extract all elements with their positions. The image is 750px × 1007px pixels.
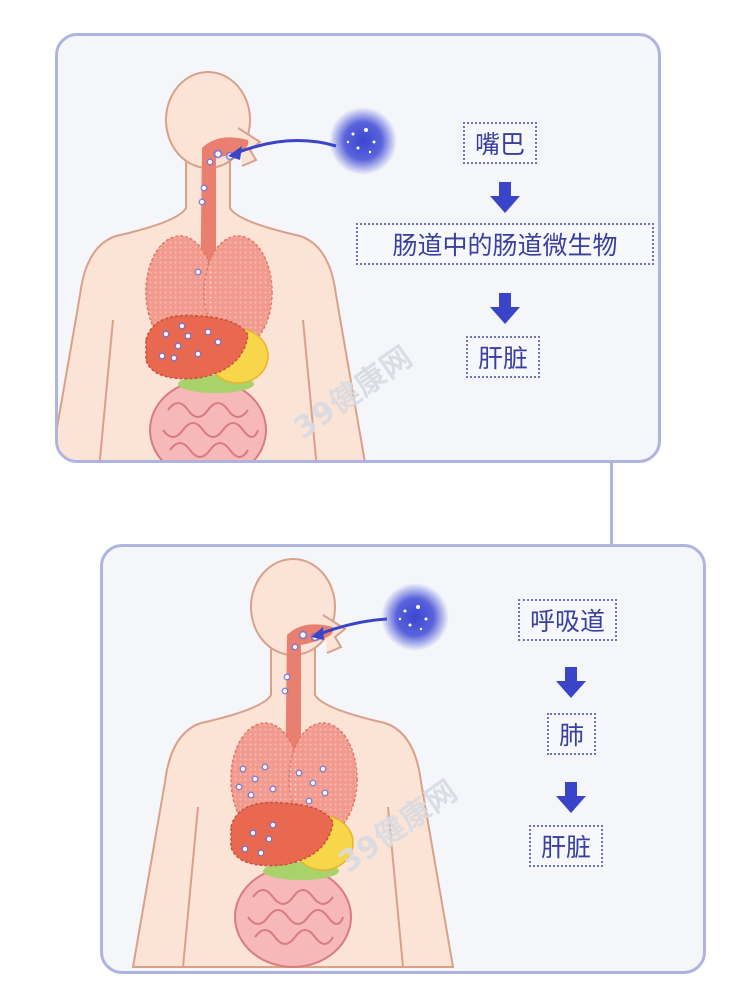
step-label-liver: 肝脏 [529, 825, 604, 867]
down-arrow-icon [490, 293, 520, 324]
panel-digestive-route: 39健康网 嘴巴 肠道中的肠道微生物 肝脏 [55, 33, 661, 463]
body-illustration-respiratory [132, 558, 454, 968]
step-label-mouth: 嘴巴 [463, 122, 538, 164]
down-arrow-icon [556, 782, 586, 813]
step-label-liver: 肝脏 [466, 336, 541, 378]
down-arrow-icon [556, 667, 586, 698]
step-label-lung: 肺 [547, 713, 597, 755]
infection-path-arrow [233, 139, 337, 156]
microbe-cluster-icon [381, 583, 449, 651]
body-illustration-digestive [58, 71, 397, 460]
step-label-respiratory-tract: 呼吸道 [518, 599, 618, 641]
panel-connector-line [610, 462, 613, 546]
microbe-cluster-icon [329, 107, 397, 175]
infection-path-arrow [316, 617, 388, 637]
step-label-gut-microbes: 肠道中的肠道微生物 [356, 223, 654, 265]
panel-respiratory-route: 39健康网 呼吸道 肺 肝脏 [100, 544, 706, 974]
down-arrow-icon [490, 182, 520, 213]
microbe-dots [158, 149, 235, 362]
